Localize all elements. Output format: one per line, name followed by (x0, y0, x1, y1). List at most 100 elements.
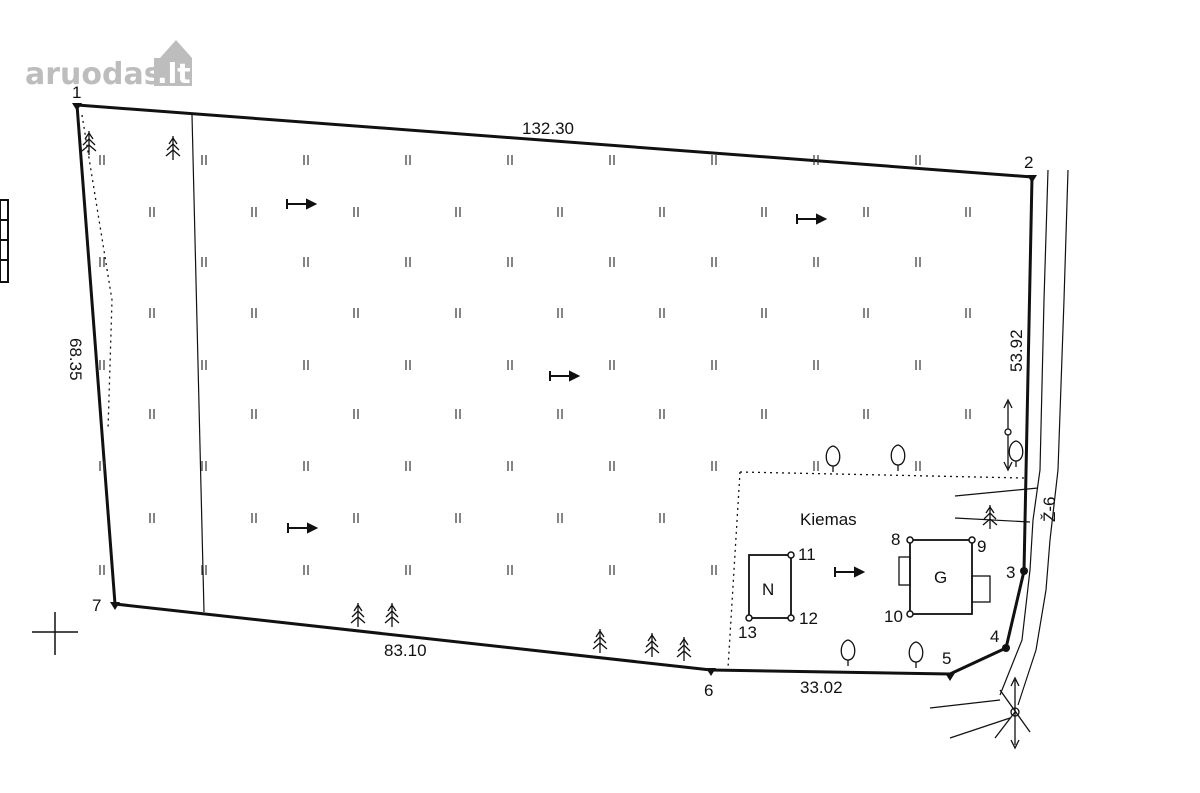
meadow-symbol (99, 257, 105, 267)
dimension-top: 132.30 (522, 119, 574, 138)
meadow-symbol (609, 257, 615, 267)
deciduous-tree-icon (825, 445, 841, 472)
point-label-8: 8 (891, 530, 900, 549)
conifer-tree-icon (384, 603, 400, 627)
conifer-tree-icon (592, 629, 608, 653)
slope-arrow (286, 198, 318, 210)
meadow-symbol (251, 409, 257, 419)
conifer-tree-icon (676, 637, 692, 661)
slope-arrow (549, 370, 581, 382)
meadow-symbol (813, 461, 819, 471)
meadow-symbol (353, 308, 359, 318)
point-label-7: 7 (92, 596, 101, 615)
conifer-tree-icon (350, 603, 366, 627)
meadow-symbol (965, 308, 971, 318)
meadow-symbol (965, 409, 971, 419)
meadow-symbol (609, 155, 615, 165)
meadow-symbol (761, 409, 767, 419)
deciduous-tree-icon (908, 641, 924, 668)
deciduous-trees (825, 440, 1024, 668)
meadow-symbol (711, 360, 717, 370)
meadow-symbol (303, 461, 309, 471)
meadow-symbol (405, 565, 411, 575)
boundary-point-markers (72, 103, 1037, 681)
meadow-symbol (557, 513, 563, 523)
meadow-symbol (609, 360, 615, 370)
yard-label: Kiemas (800, 510, 857, 529)
meadow-symbol (609, 565, 615, 575)
meadow-symbol (813, 155, 819, 165)
utility-pole-bottom (994, 676, 1031, 750)
point-label-5: 5 (942, 649, 951, 668)
building-g: G (898, 536, 991, 618)
crosshair-mark (32, 612, 78, 655)
meadow-symbol (507, 461, 513, 471)
conifer-tree-icon (644, 633, 660, 657)
building-n-label: N (762, 580, 774, 599)
meadow-symbol (711, 155, 717, 165)
meadow-symbol (353, 207, 359, 217)
meadow-symbol (303, 257, 309, 267)
meadow-symbol (915, 257, 921, 267)
conifer-tree-icon (81, 131, 97, 155)
meadow-symbol (557, 409, 563, 419)
meadow-symbol (405, 461, 411, 471)
meadow-symbol (557, 207, 563, 217)
point-label-1: 1 (72, 83, 81, 102)
dimension-bottom-left: 83.10 (384, 641, 427, 660)
point-marker-1 (72, 103, 82, 111)
watermark-tld-box (154, 58, 192, 86)
meadow-symbol (507, 360, 513, 370)
meadow-symbol (149, 308, 155, 318)
meadow-symbol (455, 308, 461, 318)
deciduous-tree-icon (890, 444, 906, 471)
meadow-symbol (761, 308, 767, 318)
meadow-symbol (659, 207, 665, 217)
meadow-symbol (507, 565, 513, 575)
meadow-symbol (99, 565, 105, 575)
dimension-bottom-right: 33.02 (800, 678, 843, 697)
meadow-symbol (813, 257, 819, 267)
meadow-symbol (711, 461, 717, 471)
watermark-tld: .lt (157, 57, 191, 90)
meadow-symbol (303, 155, 309, 165)
meadow-symbol (201, 155, 207, 165)
meadow-symbol (149, 409, 155, 419)
building-g-label: G (934, 568, 947, 587)
meadow-symbol (711, 257, 717, 267)
meadow-symbol (251, 308, 257, 318)
house-roof-icon (160, 40, 192, 58)
dotted-lines (81, 114, 1026, 669)
point-label-12: 12 (799, 609, 818, 628)
interior-boundary-line (191, 114, 205, 613)
meadow-symbol (201, 565, 207, 575)
meadow-symbol (303, 565, 309, 575)
meadow-symbol (455, 513, 461, 523)
meadow-symbol (149, 513, 155, 523)
meadow-symbol (711, 565, 717, 575)
road-label: Ž-6 (1040, 497, 1059, 523)
meadow-symbol (609, 461, 615, 471)
point-label-2: 2 (1024, 153, 1033, 172)
dimension-right: 53.92 (1007, 329, 1026, 372)
road-z6 (929, 169, 1069, 739)
meadow-symbol (353, 409, 359, 419)
point-marker-5 (945, 673, 955, 681)
meadow-symbol (863, 308, 869, 318)
dimension-left: 68.35 (66, 338, 85, 381)
point-label-11: 11 (798, 545, 816, 564)
meadow-symbol (405, 155, 411, 165)
meadow-symbol (455, 409, 461, 419)
meadow-symbol (201, 360, 207, 370)
meadow-symbol (99, 155, 105, 165)
meadow-symbol (813, 360, 819, 370)
meadow-symbol (251, 513, 257, 523)
meadow-symbol (455, 207, 461, 217)
meadow-symbols (99, 155, 971, 575)
slope-arrow (796, 213, 828, 225)
meadow-symbol (149, 207, 155, 217)
meadow-symbol (507, 155, 513, 165)
meadow-symbol (507, 257, 513, 267)
meadow-symbol (405, 257, 411, 267)
